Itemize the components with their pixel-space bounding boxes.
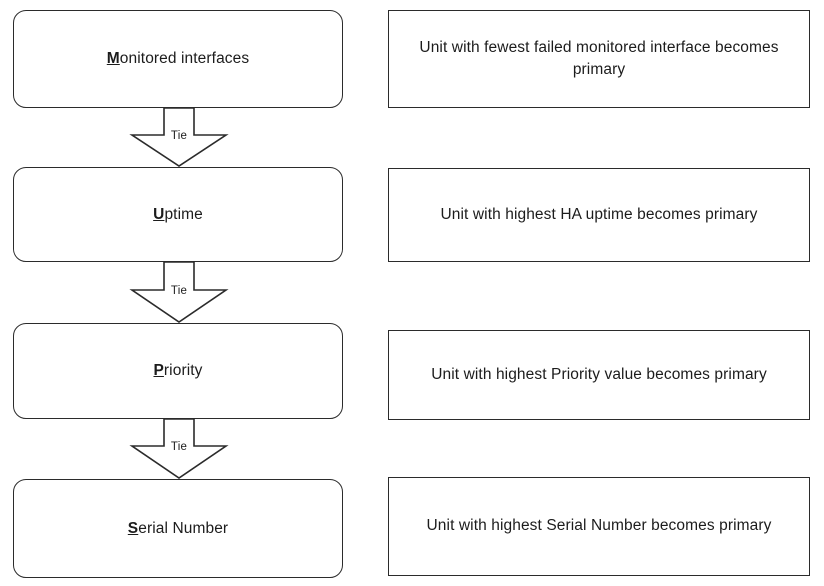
tie-arrow-3: Tie	[129, 418, 229, 479]
criterion-box-monitored-interfaces[interactable]: Monitored interfaces	[13, 10, 343, 108]
criterion-key-letter: U	[153, 205, 165, 223]
criterion-box-priority[interactable]: Priority	[13, 323, 343, 419]
criterion-box-uptime[interactable]: Uptime	[13, 167, 343, 262]
down-arrow-icon	[129, 261, 229, 323]
description-box-serial-number: Unit with highest Serial Number becomes …	[388, 477, 810, 576]
description-text: Unit with fewest failed monitored interf…	[419, 38, 779, 78]
criterion-label: Uptime	[153, 205, 203, 224]
tie-arrow-1: Tie	[129, 107, 229, 167]
description-box-monitored-interfaces: Unit with fewest failed monitored interf…	[388, 10, 810, 108]
tie-arrow-2: Tie	[129, 261, 229, 323]
criterion-label: Priority	[153, 361, 202, 380]
description-text: Unit with highest Priority value becomes…	[431, 365, 767, 383]
criterion-label-rest: ptime	[164, 205, 203, 223]
criterion-label: Monitored interfaces	[107, 49, 249, 68]
down-arrow-icon	[129, 418, 229, 479]
criterion-box-serial-number[interactable]: Serial Number	[13, 479, 343, 578]
criterion-label: Serial Number	[128, 519, 228, 538]
criterion-label-rest: riority	[163, 362, 203, 380]
description-text: Unit with highest HA uptime becomes prim…	[440, 205, 758, 223]
description-box-uptime: Unit with highest HA uptime becomes prim…	[388, 168, 810, 262]
criterion-key-letter: P	[153, 362, 164, 380]
criterion-label-rest: erial Number	[138, 519, 229, 537]
description-text: Unit with highest Serial Number becomes …	[426, 517, 772, 535]
criterion-key-letter: M	[106, 50, 120, 68]
description-box-priority: Unit with highest Priority value becomes…	[388, 330, 810, 420]
criterion-label-rest: onitored interfaces	[119, 50, 250, 68]
down-arrow-icon	[129, 107, 229, 167]
criterion-key-letter: S	[127, 519, 139, 537]
